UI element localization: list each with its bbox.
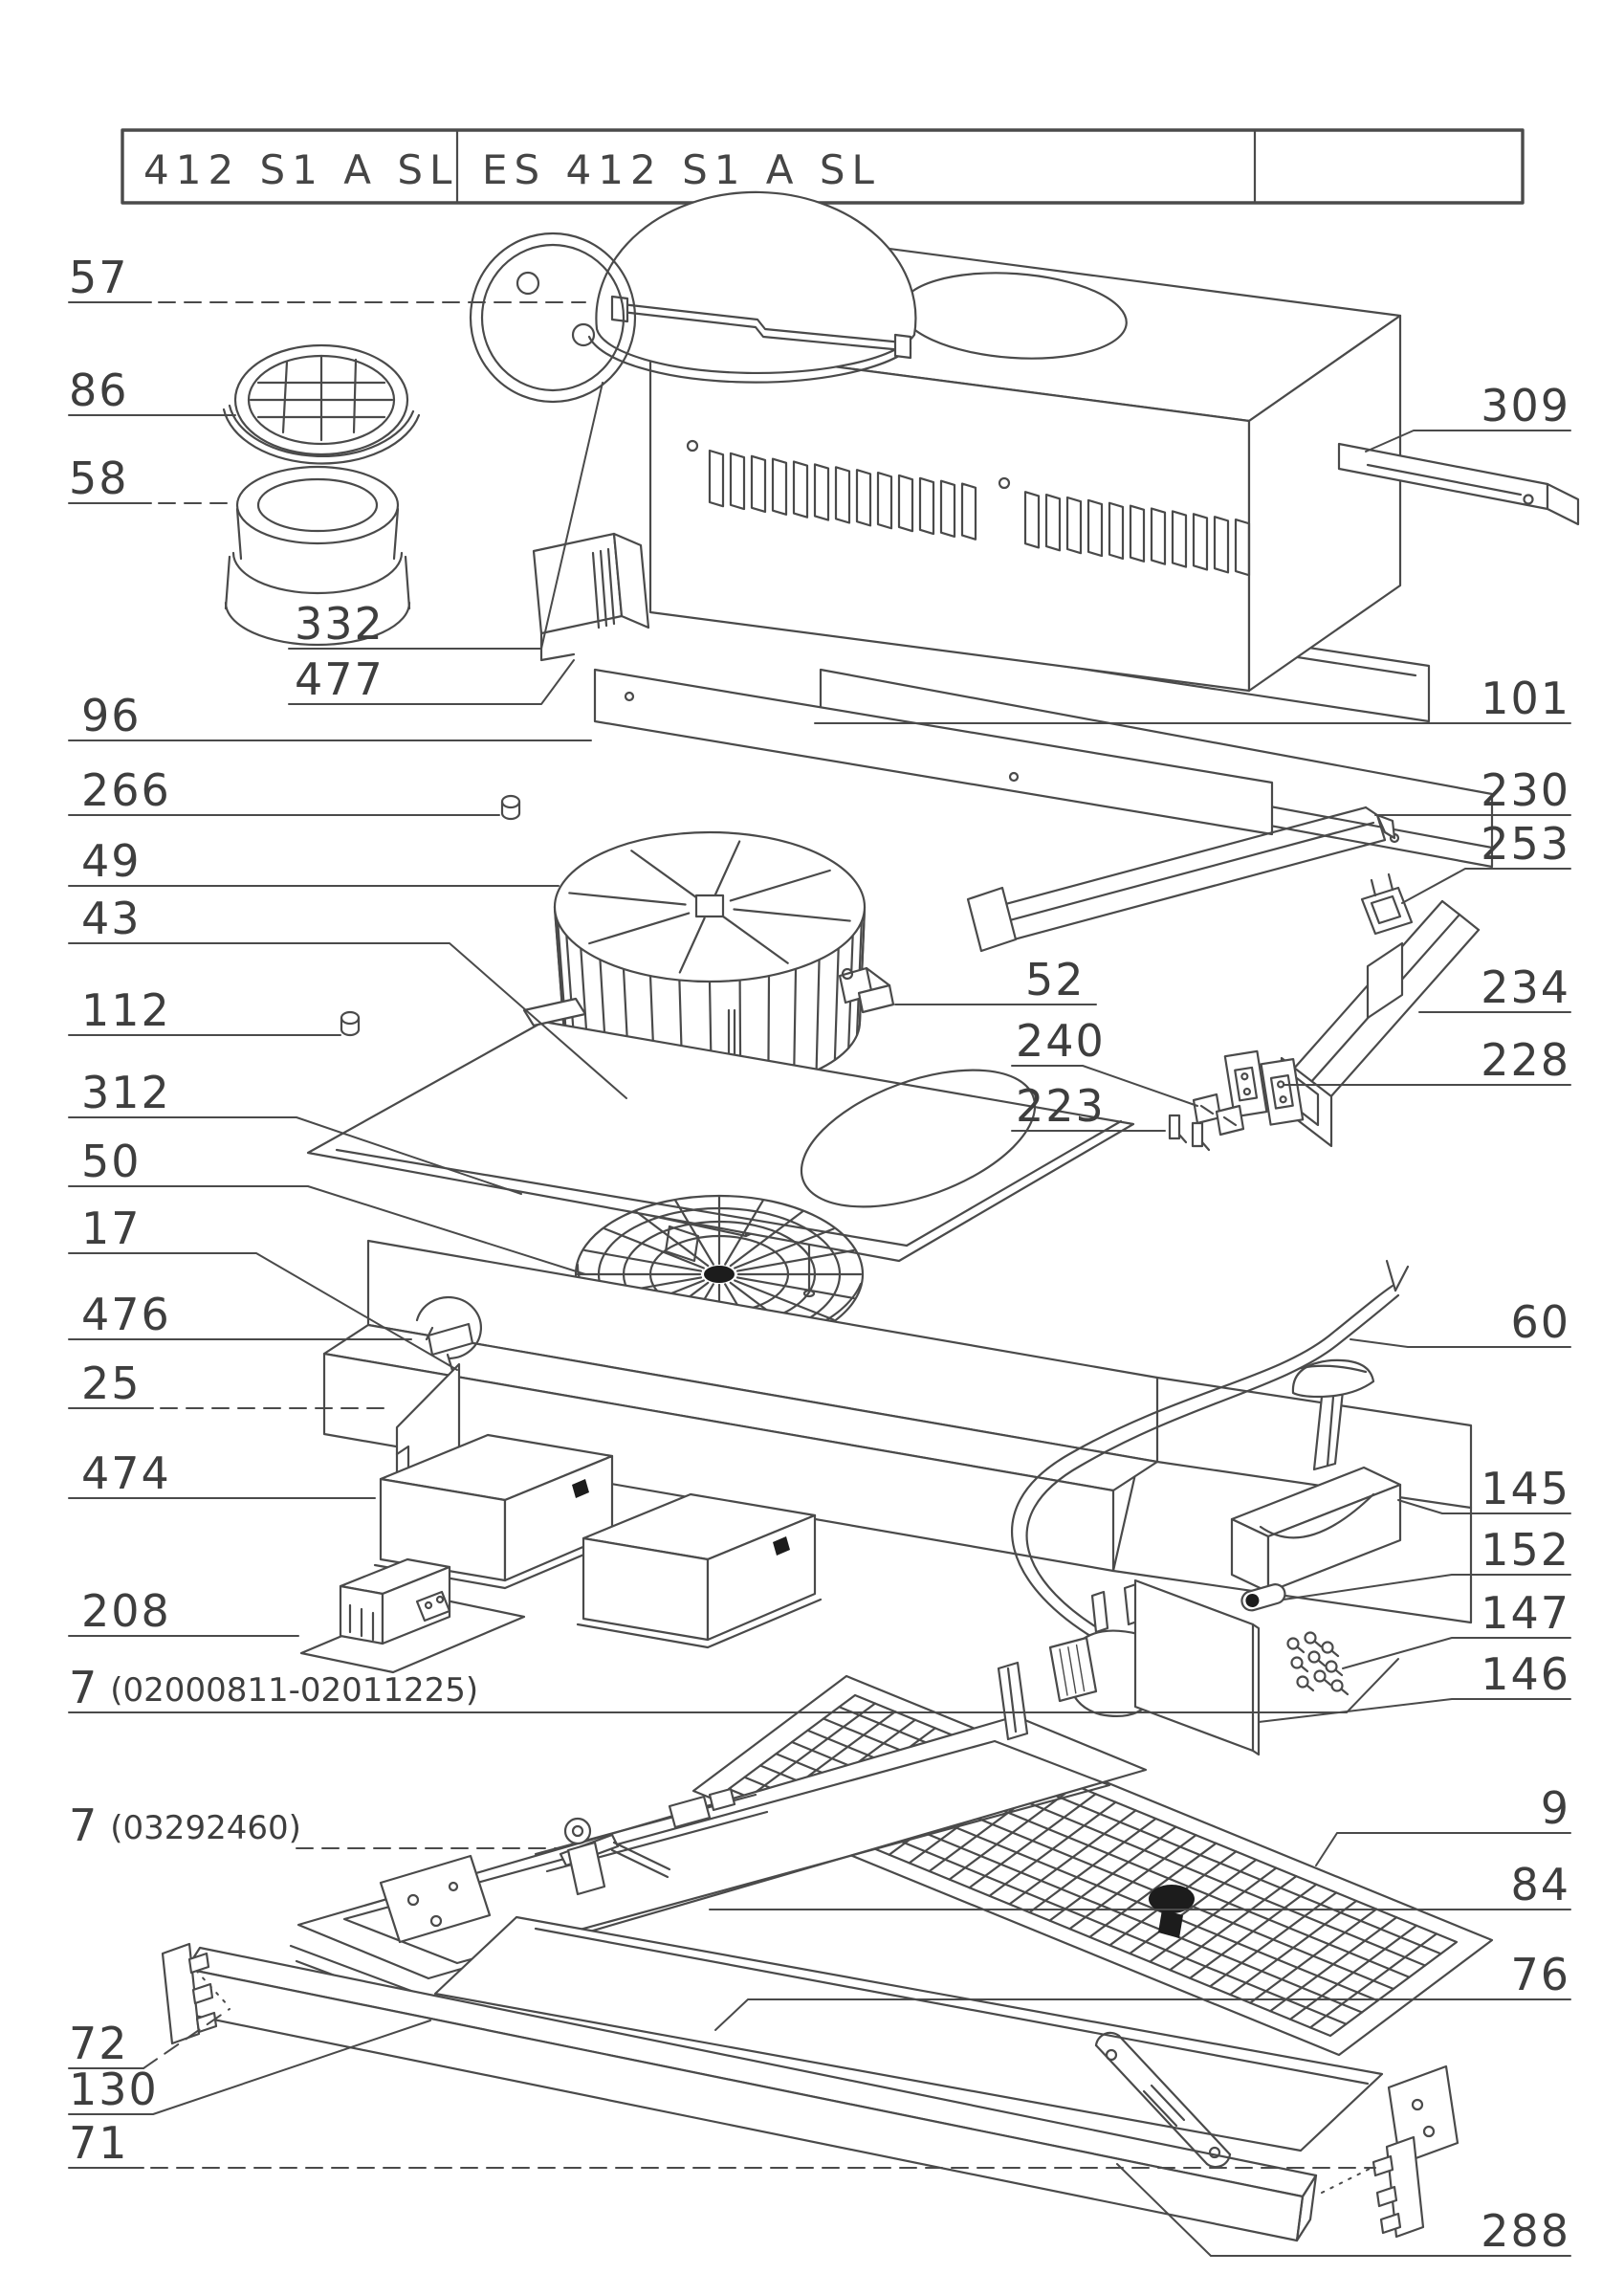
part-label-266: 266 bbox=[81, 764, 171, 816]
part-266-screw bbox=[500, 794, 521, 821]
part-50-spiral-grille bbox=[574, 1194, 865, 1355]
part-label-7-range-2: 7(03292460) bbox=[69, 1799, 301, 1851]
part-label-230: 230 bbox=[1481, 764, 1570, 816]
part-52-bracket bbox=[838, 966, 895, 1014]
title-block: 412 S1 A SL ES 412 S1 A SL bbox=[121, 128, 1525, 205]
part-label-208: 208 bbox=[81, 1585, 171, 1637]
part-label-146: 146 bbox=[1481, 1648, 1570, 1700]
part-71-end-cap bbox=[1372, 2135, 1425, 2239]
part-476-clip bbox=[415, 1295, 482, 1376]
part-84-sliding-frame bbox=[289, 1661, 1148, 2022]
part-label-76: 76 bbox=[1510, 1949, 1570, 2000]
part-label-49: 49 bbox=[81, 835, 142, 887]
part-label-253: 253 bbox=[1481, 818, 1570, 870]
part-label-240: 240 bbox=[1016, 1015, 1106, 1067]
part-146-plate bbox=[1133, 1578, 1261, 1756]
part-57-vent-dome bbox=[587, 190, 917, 384]
part-152-fuse-capsule bbox=[1240, 1583, 1286, 1612]
part-label-130: 130 bbox=[69, 2064, 159, 2115]
part-housing-box bbox=[648, 235, 1431, 723]
part-label-312: 312 bbox=[81, 1067, 171, 1118]
part-label-309: 309 bbox=[1481, 380, 1570, 431]
part-label-52: 52 bbox=[1025, 954, 1086, 1005]
part-label-223: 223 bbox=[1016, 1080, 1106, 1132]
part-label-71: 71 bbox=[69, 2117, 129, 2169]
part-474-capacitor-box bbox=[373, 1433, 620, 1590]
part-labels: 57 86 58 332 477 96 266 49 43 112 312 50… bbox=[69, 252, 1570, 2257]
part-label-50: 50 bbox=[81, 1136, 142, 1187]
part-477-bracket bbox=[532, 532, 650, 662]
title-model-left: 412 S1 A SL bbox=[143, 146, 458, 193]
part-253-switch bbox=[1360, 872, 1414, 936]
part-112-screw bbox=[340, 1010, 361, 1037]
part-72-end-cap bbox=[161, 1942, 218, 2045]
part-240-clips bbox=[1192, 1093, 1245, 1137]
part-label-112: 112 bbox=[81, 984, 171, 1036]
part-label-152: 152 bbox=[1481, 1524, 1570, 1576]
title-model-right: ES 412 S1 A SL bbox=[482, 146, 881, 193]
part-label-57: 57 bbox=[69, 252, 129, 303]
part-312-top-plate bbox=[306, 997, 1135, 1263]
part-230-bracket bbox=[966, 806, 1396, 953]
part-49-blower-wheel bbox=[553, 830, 867, 1093]
part-capacitor-box-2 bbox=[576, 1492, 823, 1649]
part-label-477: 477 bbox=[295, 653, 384, 705]
part-label-332: 332 bbox=[295, 598, 384, 650]
leader-lines bbox=[68, 301, 1571, 2257]
part-label-147: 147 bbox=[1481, 1587, 1570, 1639]
part-147-pins bbox=[1286, 1631, 1350, 1696]
part-58-reducer-collar bbox=[224, 465, 411, 647]
part-label-145: 145 bbox=[1481, 1463, 1570, 1514]
part-130-front-bar bbox=[179, 1946, 1380, 2242]
part-label-25: 25 bbox=[81, 1358, 142, 1409]
part-223-screws bbox=[1168, 1114, 1211, 1152]
part-label-474: 474 bbox=[81, 1447, 171, 1499]
part-label-17: 17 bbox=[81, 1203, 142, 1254]
part-label-60: 60 bbox=[1510, 1296, 1570, 1348]
part-332-ring bbox=[469, 232, 637, 404]
part-label-234: 234 bbox=[1481, 961, 1570, 1013]
part-label-96: 96 bbox=[81, 690, 142, 741]
part-label-86: 86 bbox=[69, 364, 129, 416]
part-label-228: 228 bbox=[1481, 1034, 1570, 1086]
part-309-side-rail bbox=[1337, 442, 1580, 526]
part-86-grid-ring bbox=[222, 343, 421, 465]
part-label-101: 101 bbox=[1481, 673, 1570, 724]
part-228-switches bbox=[1223, 1049, 1305, 1126]
part-288-slide-rail bbox=[1094, 2031, 1232, 2169]
part-label-288: 288 bbox=[1481, 2205, 1570, 2257]
part-label-7-range-1: 7(02000811-02011225) bbox=[69, 1662, 478, 1713]
part-label-43: 43 bbox=[81, 893, 142, 944]
part-145-lamp-holder bbox=[1230, 1358, 1402, 1594]
part-208-transformer bbox=[299, 1557, 526, 1674]
part-96-front-panel bbox=[593, 668, 1274, 836]
part-7b-toggle bbox=[559, 1817, 671, 1896]
part-label-72: 72 bbox=[69, 2018, 129, 2069]
part-label-58: 58 bbox=[69, 453, 129, 504]
part-label-84: 84 bbox=[1510, 1859, 1570, 1910]
part-label-9: 9 bbox=[1541, 1782, 1570, 1834]
part-234-channel bbox=[1280, 899, 1481, 1148]
part-label-476: 476 bbox=[81, 1289, 171, 1340]
